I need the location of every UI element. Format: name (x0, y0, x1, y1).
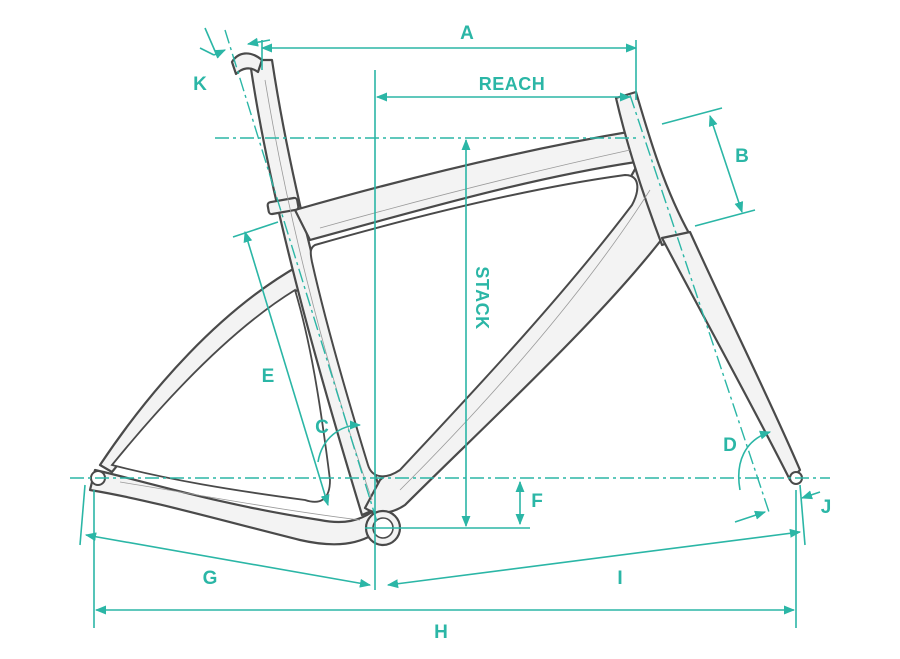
label-c: C (315, 417, 329, 438)
label-stack: STACK (472, 266, 492, 329)
dimension-k-line (199, 47, 215, 56)
dimension-e-line (243, 230, 330, 507)
dimension-g-line (84, 532, 372, 588)
label-b: B (735, 146, 749, 167)
label-k: K (193, 74, 207, 95)
dimension-labels: A REACH B K STACK E C D F J G I H (193, 23, 831, 643)
dimension-lines (70, 27, 830, 628)
dimension-i-line (386, 528, 802, 589)
seatpost-head (230, 52, 264, 76)
label-h: H (434, 622, 448, 643)
label-i: I (617, 568, 622, 589)
label-a: A (460, 23, 474, 44)
label-j: J (821, 497, 832, 518)
bike-frame (88, 52, 803, 547)
head-angle-arc (738, 430, 772, 491)
fork-offset-line (734, 510, 767, 523)
seat-angle-arc (317, 420, 362, 463)
label-reach: REACH (479, 74, 546, 94)
label-e: E (262, 366, 275, 387)
label-f: F (531, 491, 543, 512)
label-g: G (203, 568, 218, 589)
steering-axis (629, 94, 771, 516)
label-d: D (723, 435, 737, 456)
dimension-b-line (708, 114, 744, 214)
